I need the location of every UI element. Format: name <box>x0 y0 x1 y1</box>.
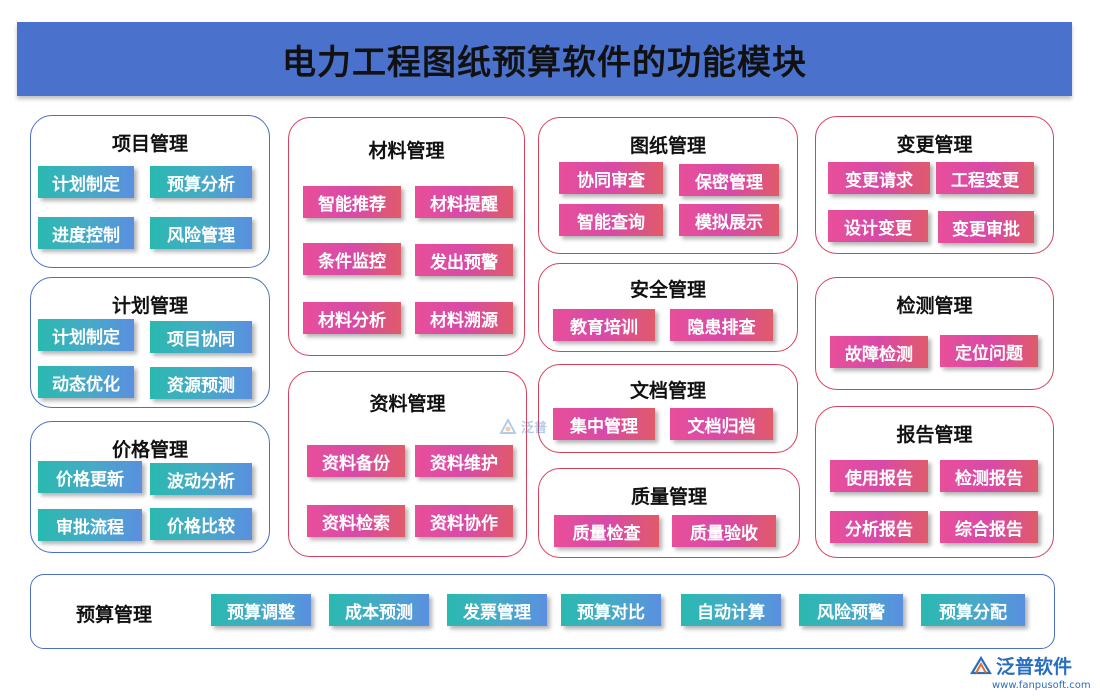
module-item[interactable]: 工程变更 <box>936 162 1034 194</box>
module-item[interactable]: 条件监控 <box>303 243 401 275</box>
module-budget: 预算管理 预算调整 成本预测 发票管理 预算对比 自动计算 风险预警 预算分配 <box>30 574 1055 649</box>
watermark-text: 泛普 <box>521 421 548 436</box>
module-item[interactable]: 价格更新 <box>38 461 142 493</box>
module-title: 预算管理 <box>76 604 153 626</box>
module-item[interactable]: 协同审查 <box>559 162 663 194</box>
module-price: 价格管理 价格更新 波动分析 审批流程 价格比较 <box>30 421 270 553</box>
module-item[interactable]: 变更请求 <box>828 162 930 194</box>
module-report: 报告管理 使用报告 检测报告 分析报告 综合报告 <box>815 406 1054 558</box>
module-item[interactable]: 审批流程 <box>38 509 142 541</box>
title-bar: 电力工程图纸预算软件的功能模块 <box>17 22 1072 96</box>
module-item[interactable]: 隐患排查 <box>670 309 773 341</box>
module-item[interactable]: 定位问题 <box>940 335 1038 367</box>
module-item[interactable]: 波动分析 <box>150 463 252 495</box>
module-item[interactable]: 风险管理 <box>150 217 252 249</box>
module-item[interactable]: 动态优化 <box>38 366 134 398</box>
module-item[interactable]: 预算分配 <box>921 594 1025 626</box>
module-item[interactable]: 资料维护 <box>415 445 513 477</box>
module-item[interactable]: 教育培训 <box>553 309 655 341</box>
module-item[interactable]: 发出预警 <box>415 244 513 276</box>
module-inspection: 检测管理 故障检测 定位问题 <box>815 277 1054 390</box>
module-item[interactable]: 综合报告 <box>940 511 1038 543</box>
module-item[interactable]: 价格比较 <box>150 508 252 540</box>
module-quality: 质量管理 质量检查 质量验收 <box>538 468 800 558</box>
module-item[interactable]: 分析报告 <box>830 511 928 543</box>
module-item[interactable]: 使用报告 <box>830 460 928 492</box>
module-item[interactable]: 成本预测 <box>329 594 429 626</box>
module-item[interactable]: 文档归档 <box>670 408 773 440</box>
module-safety: 安全管理 教育培训 隐患排查 <box>538 263 798 352</box>
module-item[interactable]: 智能查询 <box>559 204 663 236</box>
page-title: 电力工程图纸预算软件的功能模块 <box>282 42 807 83</box>
module-change: 变更管理 变更请求 工程变更 设计变更 变更审批 <box>815 116 1054 254</box>
module-item[interactable]: 质量验收 <box>672 515 776 547</box>
module-title: 文档管理 <box>629 380 706 402</box>
module-title: 检测管理 <box>896 295 973 317</box>
module-item[interactable]: 设计变更 <box>828 210 928 242</box>
module-item[interactable]: 质量检查 <box>554 515 659 547</box>
module-item[interactable]: 保密管理 <box>679 164 779 196</box>
module-item[interactable]: 自动计算 <box>681 594 781 626</box>
module-item[interactable]: 变更审批 <box>938 211 1034 243</box>
module-item[interactable]: 预算调整 <box>211 594 311 626</box>
module-item[interactable]: 模拟展示 <box>679 204 779 236</box>
module-item[interactable]: 资料检索 <box>307 505 405 537</box>
module-title: 材料管理 <box>368 140 445 162</box>
brand-logo[interactable]: 泛普软件 www.fanpusoft.com <box>970 652 1091 691</box>
module-title: 项目管理 <box>111 133 188 155</box>
module-item[interactable]: 检测报告 <box>940 460 1038 492</box>
module-item[interactable]: 资料协作 <box>415 505 513 537</box>
brand-name: 泛普软件 <box>996 656 1073 678</box>
module-item[interactable]: 风险预警 <box>799 594 903 626</box>
module-title: 图纸管理 <box>629 135 706 157</box>
module-item[interactable]: 预算分析 <box>150 166 252 198</box>
module-plan: 计划管理 计划制定 项目协同 动态优化 资源预测 <box>30 277 270 408</box>
module-data: 资料管理 资料备份 资料维护 资料检索 资料协作 <box>288 371 527 557</box>
module-document: 文档管理 集中管理 文档归档 <box>538 364 798 453</box>
module-title: 价格管理 <box>111 439 188 461</box>
module-title: 计划管理 <box>111 295 188 317</box>
watermark: 泛普 <box>498 417 547 436</box>
module-title: 变更管理 <box>896 134 973 156</box>
module-title: 安全管理 <box>629 279 706 301</box>
module-title: 报告管理 <box>896 424 973 446</box>
module-item[interactable]: 进度控制 <box>38 217 134 249</box>
fanpu-logo-icon <box>970 655 992 674</box>
module-material: 材料管理 智能推荐 材料提醒 条件监控 发出预警 材料分析 材料溯源 <box>288 117 525 356</box>
module-item[interactable]: 项目协同 <box>150 321 252 353</box>
module-item[interactable]: 计划制定 <box>38 319 134 351</box>
module-item[interactable]: 发票管理 <box>447 594 547 626</box>
brand-url: www.fanpusoft.com <box>992 680 1091 691</box>
module-title: 质量管理 <box>630 486 707 508</box>
module-item[interactable]: 计划制定 <box>38 166 134 198</box>
fanpu-logo-icon <box>499 417 517 434</box>
module-item[interactable]: 预算对比 <box>561 594 661 626</box>
module-item[interactable]: 材料提醒 <box>415 186 513 218</box>
module-drawing: 图纸管理 协同审查 保密管理 智能查询 模拟展示 <box>538 117 798 254</box>
module-item[interactable]: 材料溯源 <box>415 302 513 334</box>
module-item[interactable]: 智能推荐 <box>303 186 401 218</box>
module-title: 资料管理 <box>369 393 446 415</box>
module-item[interactable]: 资料备份 <box>307 445 405 477</box>
module-item[interactable]: 故障检测 <box>830 336 928 368</box>
module-project: 项目管理 计划制定 预算分析 进度控制 风险管理 <box>30 115 270 268</box>
module-item[interactable]: 集中管理 <box>553 408 655 440</box>
module-item[interactable]: 材料分析 <box>303 302 401 334</box>
module-item[interactable]: 资源预测 <box>150 367 252 399</box>
